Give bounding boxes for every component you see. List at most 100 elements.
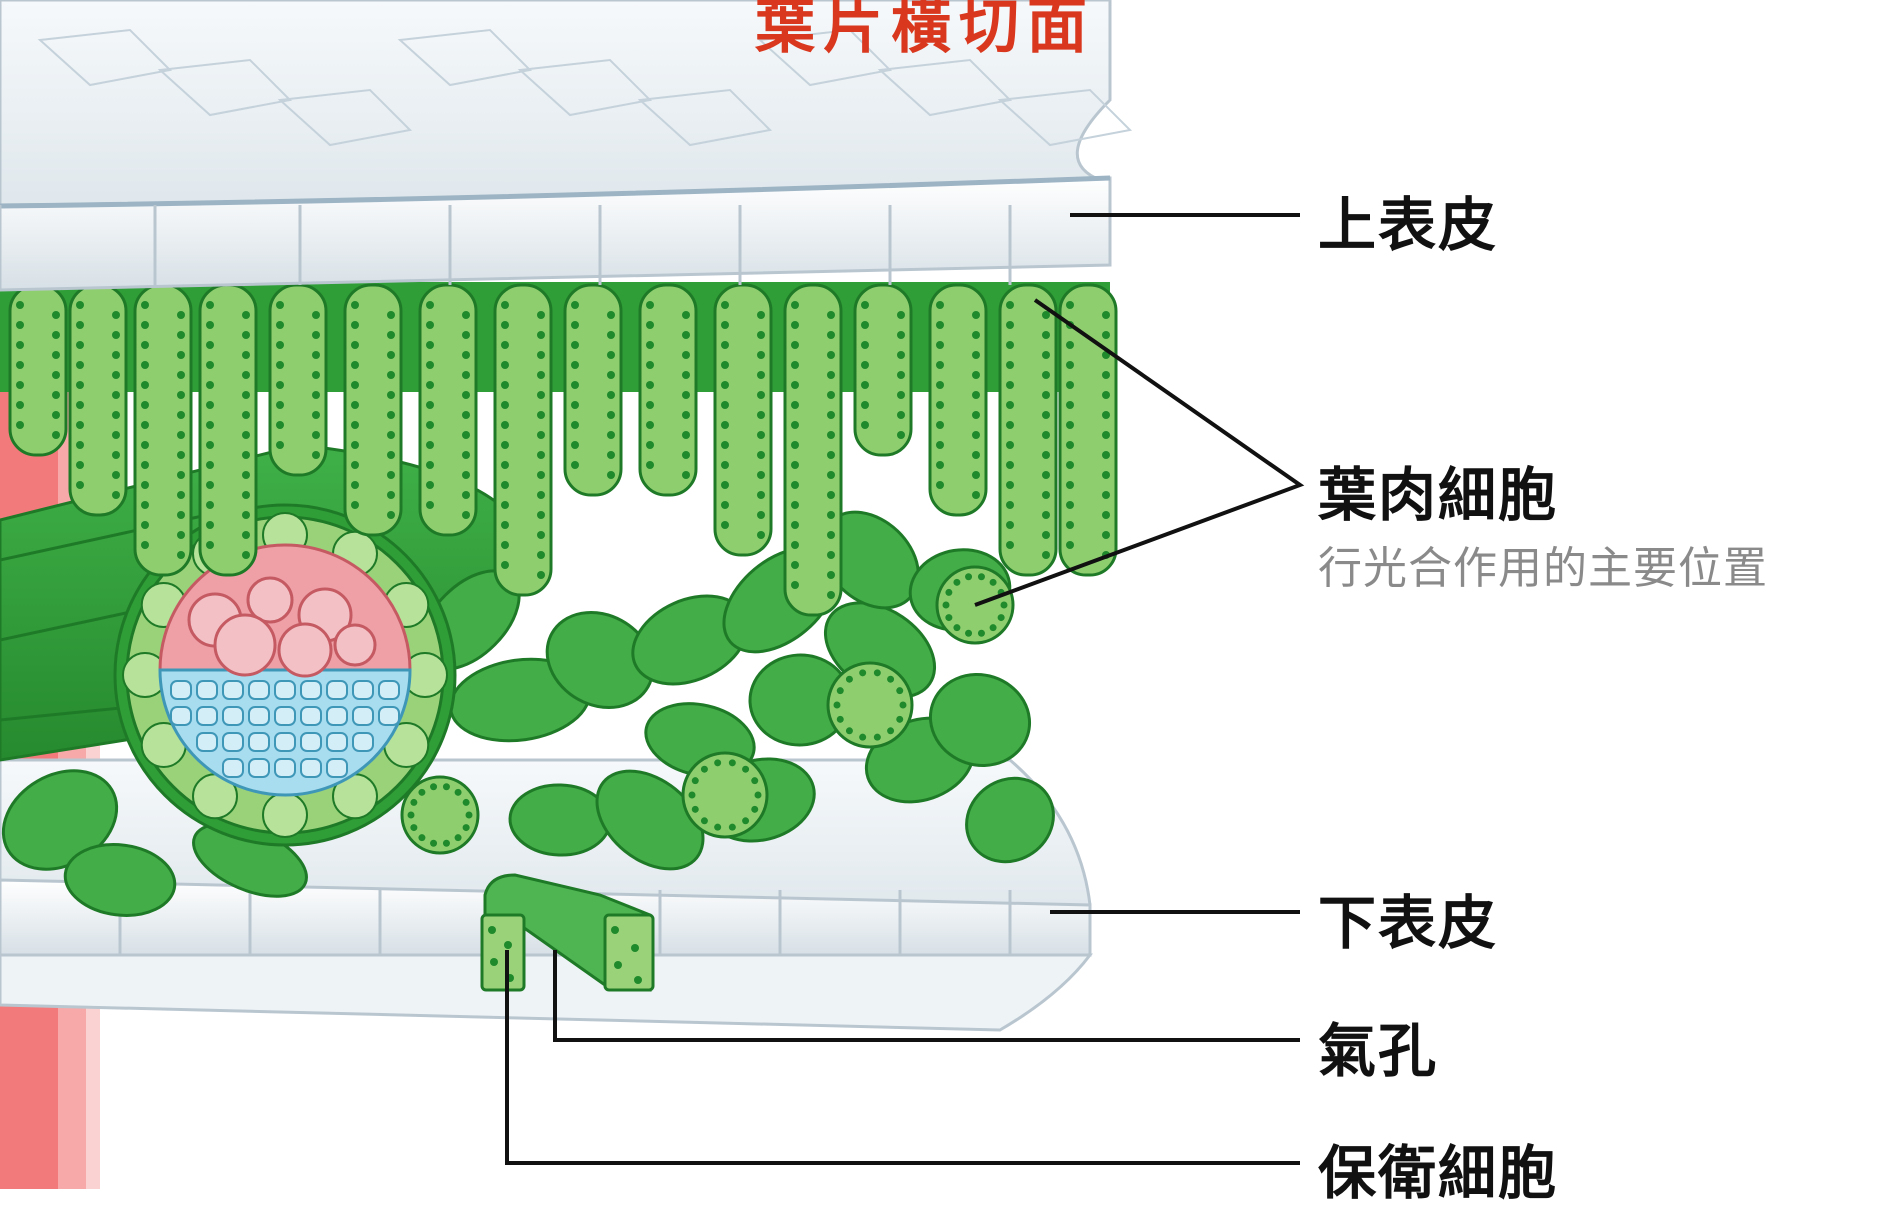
chloroplast <box>714 824 721 831</box>
chloroplast <box>791 381 799 389</box>
chloroplast <box>537 451 545 459</box>
chloroplast <box>501 561 509 569</box>
chloroplast <box>972 471 980 479</box>
chloroplast <box>312 411 320 419</box>
chloroplast <box>721 381 729 389</box>
chloroplast <box>276 381 284 389</box>
chloroplast <box>501 301 509 309</box>
chloroplast <box>1066 301 1074 309</box>
chloroplast <box>897 351 905 359</box>
chloroplast <box>791 341 799 349</box>
chloroplast <box>537 551 545 559</box>
phloem-cell <box>197 707 217 725</box>
chloroplast <box>462 411 470 419</box>
chloroplast <box>1042 531 1050 539</box>
chloroplast <box>646 461 654 469</box>
chloroplast <box>177 411 185 419</box>
chloroplast <box>646 321 654 329</box>
chloroplast <box>112 331 120 339</box>
phloem-cell <box>353 681 373 699</box>
chloroplast <box>791 421 799 429</box>
chloroplast <box>410 799 417 806</box>
xylem-cell <box>215 615 275 675</box>
chloroplast <box>455 834 462 841</box>
chloroplast <box>827 511 835 519</box>
chloroplast <box>206 381 214 389</box>
chloroplast <box>936 321 944 329</box>
palisade-cell <box>930 285 986 515</box>
chloroplast <box>276 421 284 429</box>
chloroplast <box>1006 381 1014 389</box>
chloroplast <box>757 411 765 419</box>
chloroplast <box>571 461 579 469</box>
chloroplast <box>631 944 639 952</box>
chloroplast <box>16 301 24 309</box>
chloroplast <box>755 792 762 799</box>
chloroplast <box>791 561 799 569</box>
phloem-cell <box>223 733 243 751</box>
chloroplast <box>721 321 729 329</box>
chloroplast <box>501 361 509 369</box>
chloroplast <box>177 331 185 339</box>
phloem-cell <box>301 681 321 699</box>
chloroplast <box>1102 391 1110 399</box>
chloroplast <box>537 311 545 319</box>
chloroplast <box>571 401 579 409</box>
chloroplast <box>537 391 545 399</box>
chloroplast <box>791 361 799 369</box>
chloroplast <box>177 491 185 499</box>
chloroplast <box>242 511 250 519</box>
chloroplast <box>206 341 214 349</box>
chloroplast <box>462 391 470 399</box>
chloroplast <box>896 716 903 723</box>
chloroplast <box>607 471 615 479</box>
phloem-cell <box>249 681 269 699</box>
chloroplast <box>742 766 749 773</box>
chloroplast <box>1102 471 1110 479</box>
chloroplast <box>112 491 120 499</box>
chloroplast <box>501 541 509 549</box>
chloroplast <box>351 341 359 349</box>
chloroplast <box>488 926 496 934</box>
chloroplast <box>721 361 729 369</box>
chloroplast <box>462 371 470 379</box>
chloroplast <box>501 341 509 349</box>
chloroplast <box>418 834 425 841</box>
chloroplast <box>206 421 214 429</box>
chloroplast <box>614 961 622 969</box>
bundle-sheath-cell <box>263 793 307 837</box>
chloroplast <box>791 441 799 449</box>
chloroplast <box>972 491 980 499</box>
chloroplast <box>646 361 654 369</box>
chloroplast <box>1006 521 1014 529</box>
chloroplast <box>141 501 149 509</box>
chloroplast <box>112 371 120 379</box>
chloroplast <box>757 491 765 499</box>
chloroplast <box>430 783 437 790</box>
chloroplast <box>351 321 359 329</box>
chloroplast <box>76 381 84 389</box>
chloroplast <box>1102 411 1110 419</box>
chloroplast <box>112 411 120 419</box>
chloroplast <box>112 391 120 399</box>
phloem-cell <box>197 681 217 699</box>
chloroplast <box>1102 451 1110 459</box>
chloroplast <box>827 371 835 379</box>
chloroplast <box>972 331 980 339</box>
chloroplast <box>846 727 853 734</box>
chloroplast <box>387 351 395 359</box>
chloroplast <box>466 812 473 819</box>
chloroplast <box>16 421 24 429</box>
chloroplast <box>1042 511 1050 519</box>
chloroplast <box>721 401 729 409</box>
chloroplast <box>571 301 579 309</box>
chloroplast <box>827 411 835 419</box>
chloroplast <box>611 926 619 934</box>
phloem-cell <box>327 681 347 699</box>
chloroplast <box>1102 331 1110 339</box>
label-upper-epidermis: 上表皮 <box>1318 178 1498 262</box>
chloroplast <box>791 301 799 309</box>
label-lower-epidermis: 下表皮 <box>1318 876 1498 960</box>
chloroplast <box>1066 361 1074 369</box>
